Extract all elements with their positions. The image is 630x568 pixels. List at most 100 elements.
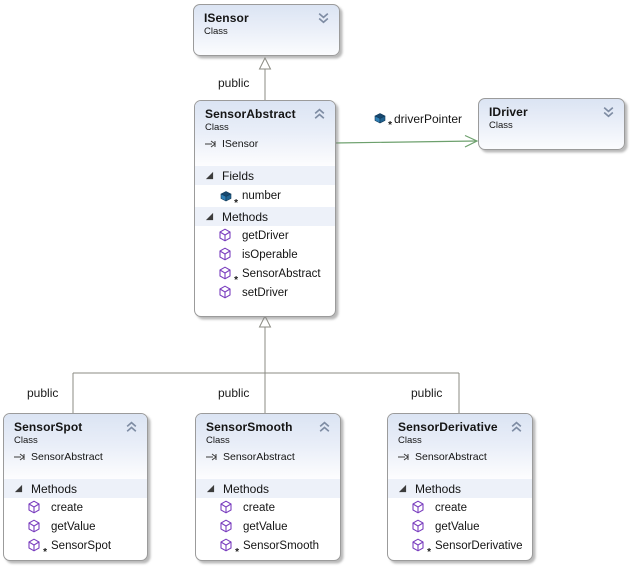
method-name: SensorSmooth <box>243 539 320 552</box>
method-name: create <box>51 501 83 514</box>
method-icon: * <box>218 266 238 286</box>
method-row[interactable]: * SensorDerivative <box>388 536 532 558</box>
method-name: setDriver <box>242 286 289 299</box>
triangle-expanded-icon <box>14 484 23 493</box>
field-icon: * <box>218 189 238 209</box>
triangle-expanded-icon <box>398 484 407 493</box>
method-icon: * <box>411 538 431 558</box>
class-box-sensorderivative[interactable]: SensorDerivative Class SensorAbstract Me… <box>387 413 533 561</box>
chevron-double-down-icon[interactable] <box>602 106 615 119</box>
method-row[interactable]: create <box>388 498 532 517</box>
field-icon: * <box>372 111 392 131</box>
class-kind: Class <box>14 435 38 446</box>
implements-arrow-icon <box>398 453 409 461</box>
chevron-double-up-icon[interactable] <box>313 108 326 121</box>
modifier-star-icon: * <box>43 547 47 558</box>
association-label-driverpointer: * driverPointer <box>372 111 463 131</box>
class-box-sensorspot[interactable]: SensorSpot Class SensorAbstract Methods <box>3 413 148 561</box>
section-header-methods[interactable]: Methods <box>195 207 335 226</box>
method-row[interactable]: * SensorAbstract <box>195 264 335 286</box>
chevron-double-up-icon[interactable] <box>318 421 331 434</box>
method-name: SensorAbstract <box>242 267 321 280</box>
method-icon <box>411 500 426 515</box>
method-row[interactable]: getDriver <box>195 226 335 245</box>
modifier-star-icon: * <box>427 547 431 558</box>
triangle-expanded-icon <box>205 212 214 221</box>
implements-arrow-icon <box>205 140 216 148</box>
base-type-row: SensorAbstract <box>398 451 522 463</box>
class-title: ISensor <box>204 11 249 25</box>
method-row[interactable]: getValue <box>4 517 147 536</box>
section-label: Methods <box>222 209 269 224</box>
field-row[interactable]: * number <box>195 185 335 209</box>
base-type-name: SensorAbstract <box>415 451 487 463</box>
method-name: getDriver <box>242 229 289 242</box>
method-name: SensorSpot <box>51 539 112 552</box>
class-box-idriver[interactable]: IDriver Class <box>478 98 625 150</box>
class-title: SensorAbstract <box>205 107 296 121</box>
section-label: Methods <box>31 481 78 496</box>
inheritance-connector-sensorabstract-isensor[interactable] <box>258 56 272 100</box>
section-label: Methods <box>223 481 270 496</box>
method-icon: * <box>27 538 47 558</box>
method-name: getValue <box>243 520 288 533</box>
modifier-star-icon: * <box>234 275 238 286</box>
method-row[interactable]: * SensorSpot <box>4 536 147 558</box>
chevron-double-down-icon[interactable] <box>317 12 330 25</box>
method-row[interactable]: setDriver <box>195 283 335 302</box>
base-type-row: ISensor <box>205 138 325 150</box>
section-label: Fields <box>222 168 255 183</box>
class-kind: Class <box>206 435 230 446</box>
modifier-star-icon: * <box>234 197 238 209</box>
method-name: create <box>243 501 275 514</box>
method-row[interactable]: create <box>4 498 147 517</box>
section-header-fields[interactable]: Fields <box>195 166 335 185</box>
association-connector-driverpointer[interactable] <box>333 134 479 148</box>
method-name: isOperable <box>242 248 298 261</box>
chevron-double-up-icon[interactable] <box>125 421 138 434</box>
method-icon <box>218 285 233 300</box>
method-icon <box>411 519 426 534</box>
inheritance-label-middle: public <box>218 386 250 400</box>
method-name: getValue <box>435 520 480 533</box>
method-row[interactable]: isOperable <box>195 245 335 264</box>
class-title: IDriver <box>489 105 528 119</box>
method-row[interactable]: getValue <box>388 517 532 536</box>
method-name: SensorDerivative <box>435 539 523 552</box>
base-type-name: SensorAbstract <box>223 451 295 463</box>
class-kind: Class <box>489 120 513 131</box>
method-row[interactable]: getValue <box>196 517 340 536</box>
chevron-double-up-icon[interactable] <box>510 421 523 434</box>
class-box-sensorabstract[interactable]: SensorAbstract Class ISensor Fields <box>194 100 336 317</box>
class-box-isensor[interactable]: ISensor Class <box>193 4 340 56</box>
method-icon: * <box>219 538 239 558</box>
method-row[interactable]: * SensorSmooth <box>196 536 340 558</box>
class-title: SensorDerivative <box>398 420 498 434</box>
triangle-expanded-icon <box>205 171 214 180</box>
association-name: driverPointer <box>394 111 463 126</box>
inheritance-connector-subclasses[interactable] <box>72 314 460 413</box>
inheritance-label-left: public <box>27 386 59 400</box>
method-icon <box>27 500 42 515</box>
implements-arrow-icon <box>206 453 217 461</box>
class-kind: Class <box>205 122 229 133</box>
method-icon <box>219 500 234 515</box>
class-kind: Class <box>398 435 422 446</box>
modifier-star-icon: * <box>388 120 392 131</box>
section-label: Methods <box>415 481 462 496</box>
class-title: SensorSpot <box>14 420 83 434</box>
method-row[interactable]: create <box>196 498 340 517</box>
method-name: create <box>435 501 467 514</box>
class-title: SensorSmooth <box>206 420 293 434</box>
base-type-name: ISensor <box>222 138 259 150</box>
section-header-methods[interactable]: Methods <box>4 479 147 498</box>
field-name: number <box>242 190 281 202</box>
section-header-methods[interactable]: Methods <box>196 479 340 498</box>
inheritance-label-right: public <box>411 386 443 400</box>
class-box-sensorsmooth[interactable]: SensorSmooth Class SensorAbstract Method… <box>195 413 341 561</box>
section-header-methods[interactable]: Methods <box>388 479 532 498</box>
implements-arrow-icon <box>14 453 25 461</box>
method-icon <box>219 519 234 534</box>
